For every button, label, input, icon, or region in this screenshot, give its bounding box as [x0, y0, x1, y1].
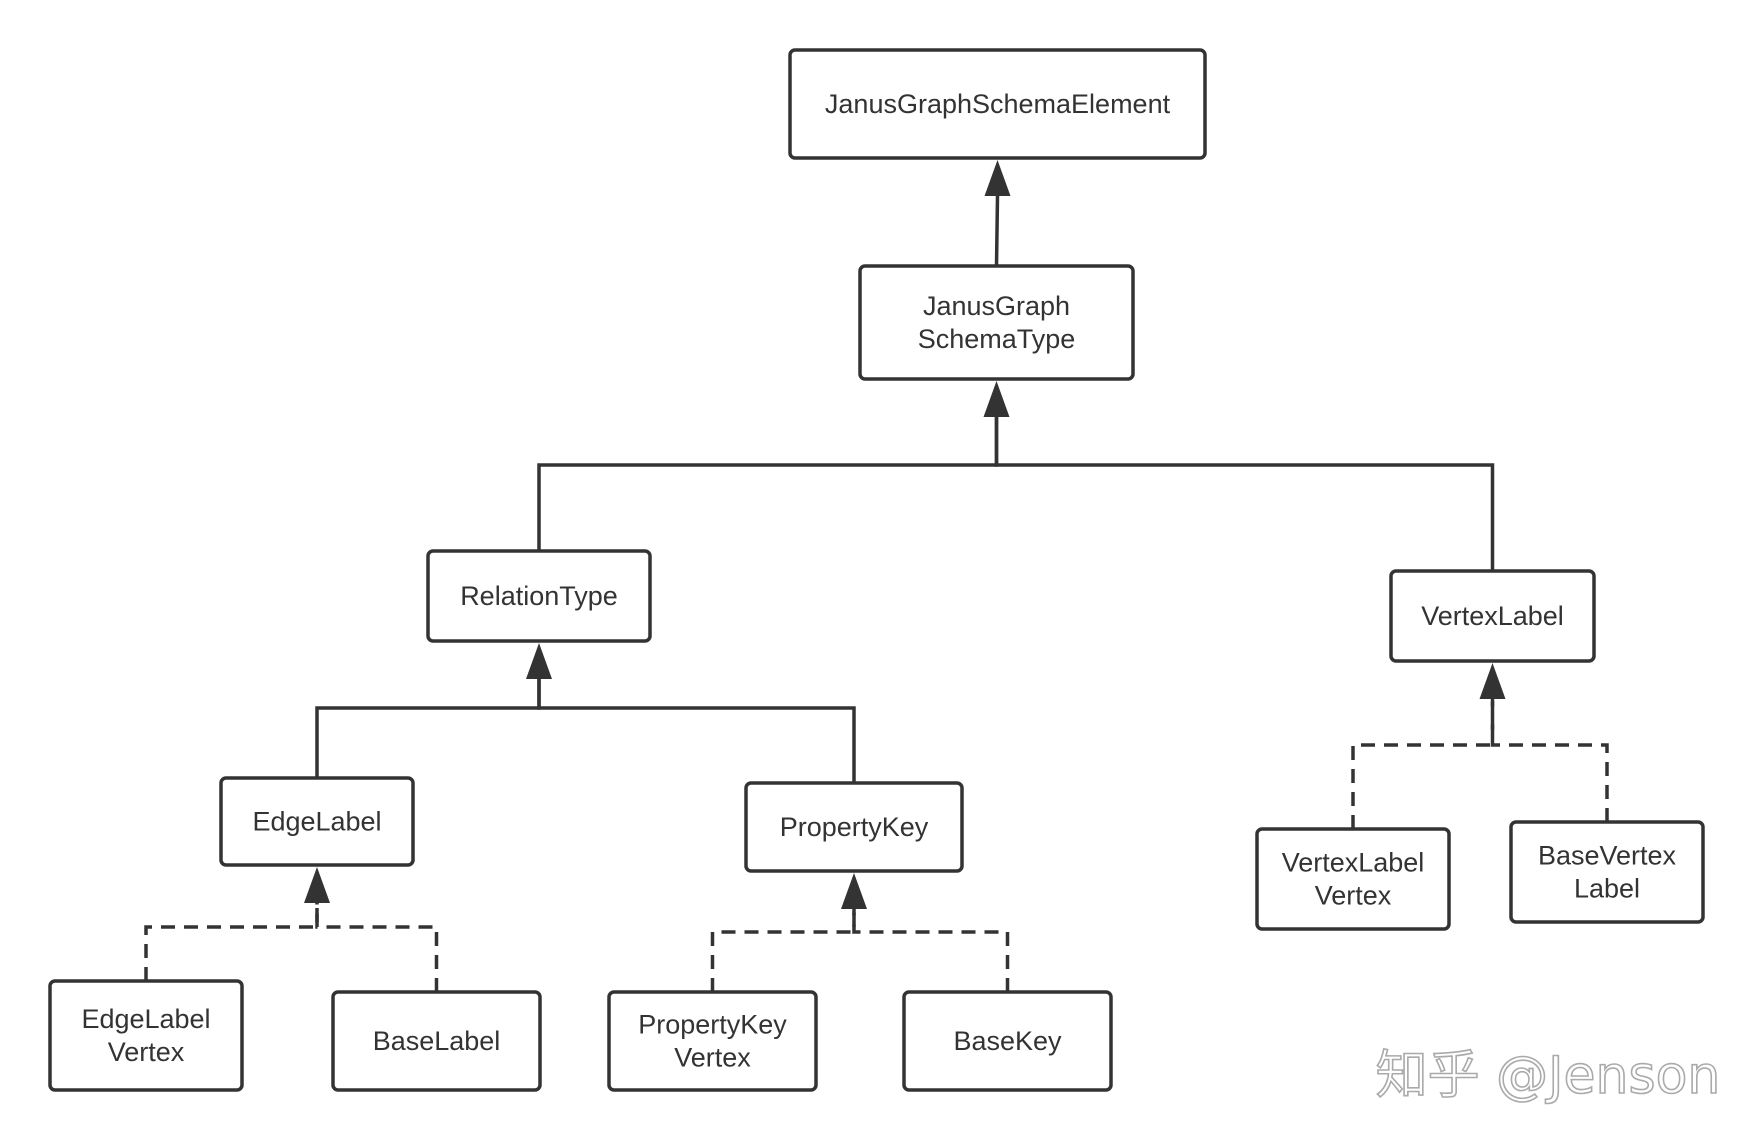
- class-node-relation-type: RelationType: [426, 549, 652, 643]
- edge-vertex-label-to-janus-schema-type: [994, 417, 1495, 571]
- class-node-vertex-label: VertexLabel: [1389, 569, 1596, 663]
- class-label-line: VertexLabel: [1282, 848, 1425, 878]
- class-label-line: Vertex: [1315, 881, 1392, 911]
- edge-relation-type-to-janus-schema-type: [537, 417, 999, 551]
- class-label-line: BaseLabel: [373, 1026, 501, 1056]
- class-box: [902, 990, 1113, 1092]
- class-box: [331, 990, 542, 1092]
- class-label-line: BaseVertex: [1538, 841, 1677, 871]
- arrowhead-janus-schema-element: [984, 160, 1011, 196]
- class-node-base-key: BaseKey: [902, 990, 1113, 1092]
- class-box: [219, 776, 415, 867]
- class-box: [426, 549, 652, 643]
- class-label-line: RelationType: [460, 581, 618, 611]
- class-label-line: JanusGraph: [923, 291, 1070, 321]
- class-label-line: PropertyKey: [638, 1010, 787, 1040]
- edge-vertex-label-vertex-to-vertex-label: [1351, 699, 1495, 829]
- edge-base-key-to-property-key: [852, 909, 1010, 992]
- class-label-line: PropertyKey: [780, 812, 929, 842]
- class-nodes: JanusGraphSchemaElementJanusGraphSchemaT…: [48, 48, 1705, 1092]
- class-label-line: Label: [1574, 874, 1640, 904]
- edge-edge-label-to-relation-type: [315, 679, 541, 778]
- class-box: [744, 781, 964, 873]
- class-label-line: VertexLabel: [1421, 601, 1564, 631]
- class-box: [607, 990, 818, 1092]
- arrowhead-relation-type: [526, 643, 552, 679]
- edge-base-vertex-label-to-vertex-label: [1490, 699, 1609, 822]
- class-label-line: SchemaType: [918, 324, 1076, 354]
- arrowhead-property-key: [841, 873, 867, 909]
- class-label-line: JanusGraphSchemaElement: [825, 89, 1171, 119]
- class-box: [788, 48, 1207, 160]
- edge-edge-label-vertex-to-edge-label: [144, 903, 319, 981]
- class-label-line: EdgeLabel: [252, 807, 381, 837]
- class-box: [48, 979, 244, 1092]
- arrowhead-edge-label: [304, 867, 330, 903]
- class-label-line: Vertex: [674, 1043, 751, 1073]
- arrowhead-vertex-label: [1479, 663, 1506, 699]
- class-box: [1509, 820, 1705, 924]
- arrowhead-janus-schema-type: [983, 381, 1010, 417]
- class-node-janus-schema-element: JanusGraphSchemaElement: [788, 48, 1207, 160]
- class-node-property-key: PropertyKey: [744, 781, 964, 873]
- class-label-line: Vertex: [108, 1037, 185, 1067]
- class-node-edge-label: EdgeLabel: [219, 776, 415, 867]
- class-label-line: BaseKey: [953, 1026, 1062, 1056]
- class-box: [1389, 569, 1596, 663]
- edge-base-label-to-edge-label: [315, 903, 439, 992]
- class-box: [1255, 827, 1451, 931]
- class-label-line: EdgeLabel: [81, 1004, 210, 1034]
- edge-property-key-to-relation-type: [537, 679, 856, 783]
- edge-property-key-vertex-to-property-key: [710, 909, 856, 992]
- inheritance-edges: [144, 160, 1609, 992]
- edge-janus-schema-type-to-janus-schema-element: [994, 195, 1000, 267]
- class-box: [858, 264, 1135, 381]
- watermark: 知乎 @Jenson: [1376, 1046, 1721, 1106]
- class-node-base-label: BaseLabel: [331, 990, 542, 1092]
